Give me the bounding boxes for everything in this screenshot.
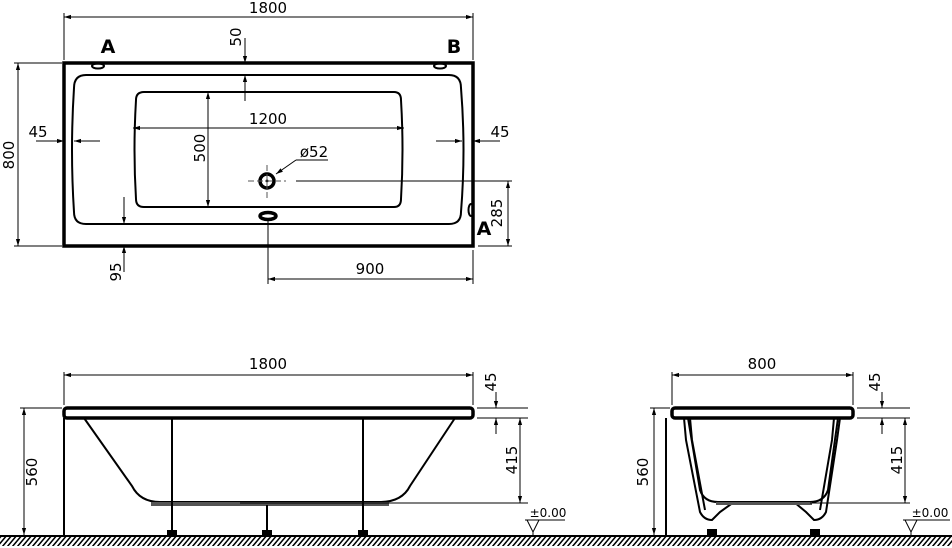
side-rim-height: 45 xyxy=(482,372,500,391)
tub-rim xyxy=(670,406,855,420)
ground-hatch xyxy=(625,536,952,546)
tub-body xyxy=(83,417,456,503)
dim-length: 1800 xyxy=(249,0,287,17)
dim-drain-offset: 285 xyxy=(488,199,506,228)
side-depth: 415 xyxy=(503,446,521,475)
end-total-height: 560 xyxy=(634,458,652,487)
label-a-left: A xyxy=(101,36,116,58)
tub-body xyxy=(687,417,839,503)
side-level: ±0.00 xyxy=(530,506,567,520)
end-width: 800 xyxy=(748,355,777,373)
label-a-right: A xyxy=(477,218,492,240)
level-marker-icon xyxy=(903,519,950,536)
dim-drain-diameter: ø52 xyxy=(300,143,328,161)
inner-rim xyxy=(71,74,465,225)
end-depth: 415 xyxy=(888,446,906,475)
level-marker-icon xyxy=(525,519,565,536)
dim-width: 800 xyxy=(0,141,18,170)
overflow-icon xyxy=(258,210,278,222)
ground-hatch xyxy=(0,536,628,546)
end-view: 800 560 45 415 ±0.00 xyxy=(625,355,952,546)
end-rim-height: 45 xyxy=(866,372,884,391)
top-view: 1800 800 50 45 45 1200 500 ø52 285 95 90… xyxy=(0,0,512,284)
label-b: B xyxy=(447,36,461,58)
tap-hole-a xyxy=(91,62,105,70)
tap-hole-b xyxy=(433,62,447,70)
support-frame xyxy=(683,417,841,522)
tub-rim xyxy=(62,406,475,420)
side-total-height: 560 xyxy=(23,458,41,487)
end-level: ±0.00 xyxy=(912,506,949,520)
dim-drain-position: 900 xyxy=(356,260,385,278)
dim-rim-right: 45 xyxy=(490,123,509,141)
dim-basin-width: 500 xyxy=(191,134,209,163)
side-length: 1800 xyxy=(249,355,287,373)
side-view: 1800 560 45 415 ±0.00 xyxy=(0,355,628,546)
dim-basin-length: 1200 xyxy=(249,110,287,128)
dim-rim-top: 50 xyxy=(227,27,245,46)
basin-floor xyxy=(133,91,404,208)
dim-rim-left: 45 xyxy=(28,123,47,141)
dim-overflow-offset: 95 xyxy=(107,262,125,281)
